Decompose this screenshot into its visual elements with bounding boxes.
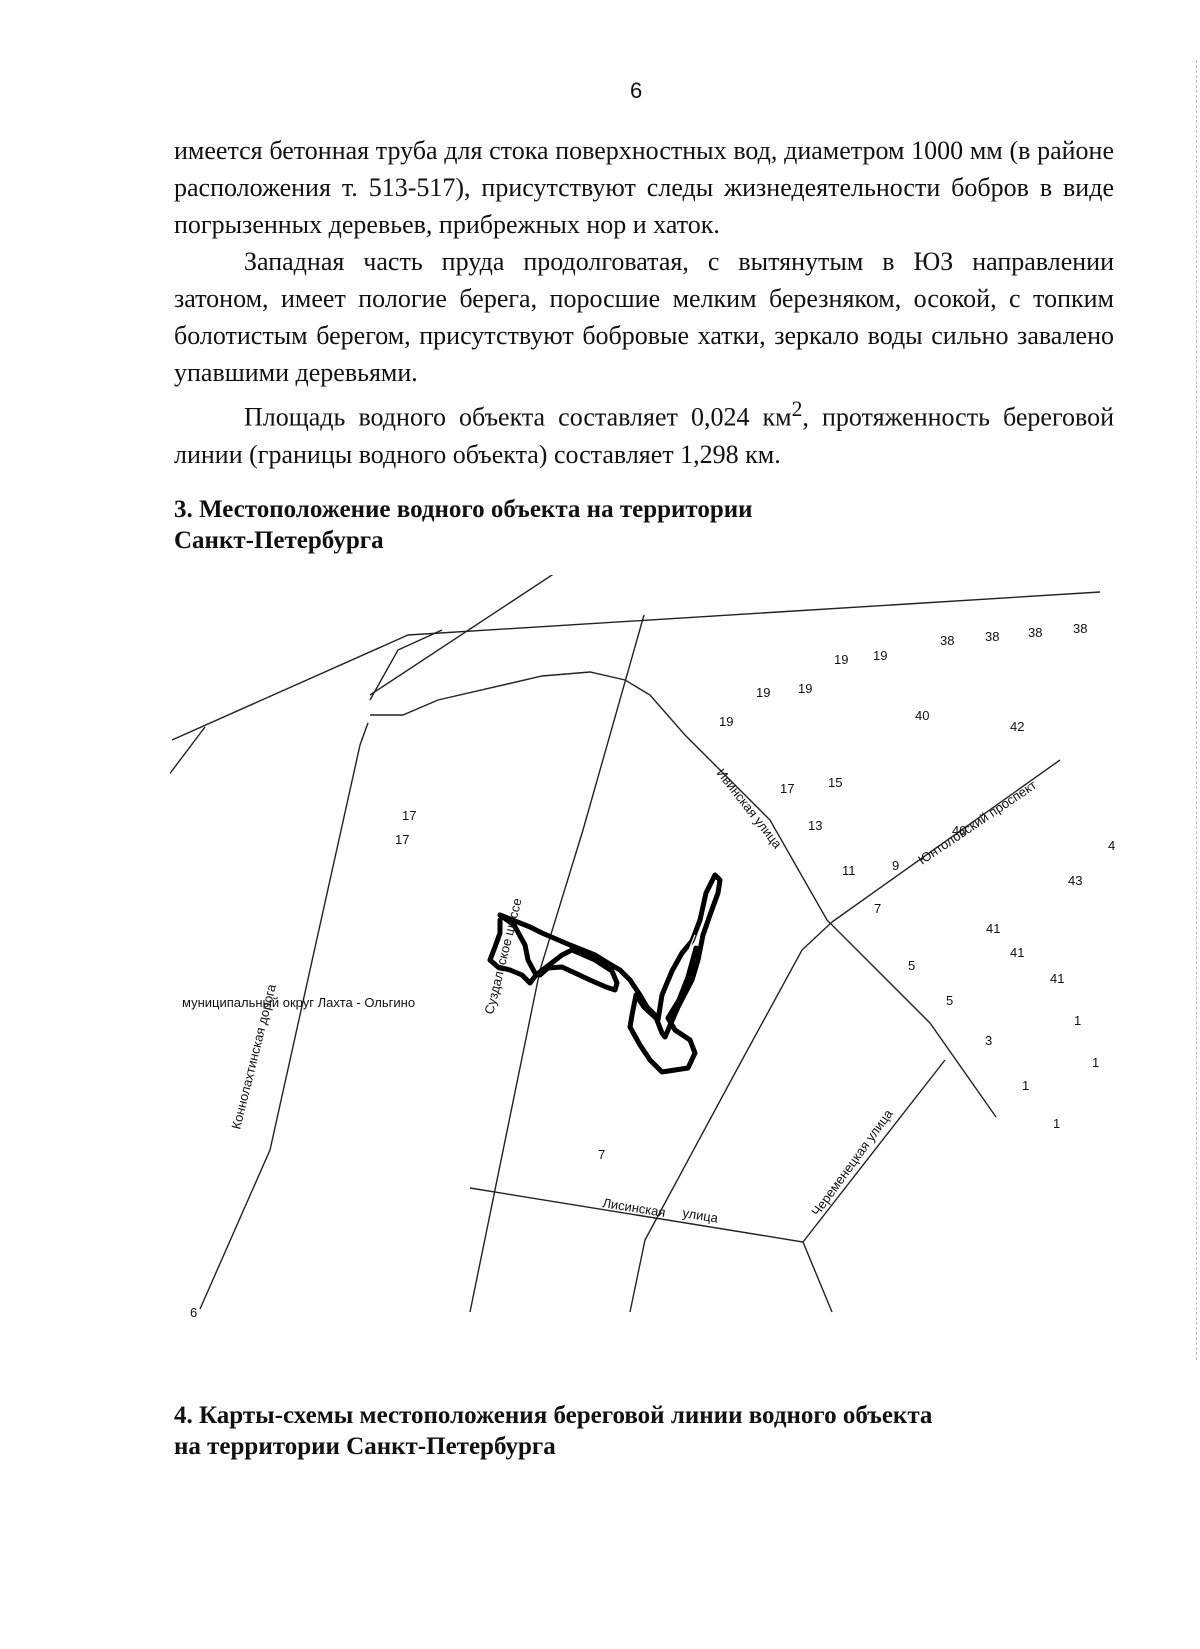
house-number: 38 <box>1028 625 1042 640</box>
superscript-2: 2 <box>791 397 803 421</box>
page-number: 6 <box>630 78 643 103</box>
section-4-heading-line-1: 4. Карты-схемы местоположения береговой … <box>174 1402 933 1429</box>
house-number: 17 <box>395 832 409 847</box>
paragraph-1-text: имеется бетонная труба для стока поверхн… <box>174 136 1114 239</box>
label-lisinskaya-2: улица <box>682 1205 720 1226</box>
label-lisinskaya-1: Лисинская <box>602 1195 667 1220</box>
house-number: 42 <box>1010 719 1024 734</box>
road-west-spur <box>170 726 206 775</box>
road-curve-west <box>369 629 443 701</box>
label-cheremenetskaya-street: Череменецкая улица <box>808 1106 896 1219</box>
house-number: 40 <box>952 823 966 838</box>
road-north <box>171 591 1101 741</box>
location-map-svg: Ивинская улица Юнтоловский проспект Сузд… <box>170 575 1115 1320</box>
house-number: 38 <box>940 633 954 648</box>
location-map: Ивинская улица Юнтоловский проспект Сузд… <box>170 575 1120 1365</box>
paragraph-1: имеется бетонная труба для стока поверхн… <box>174 132 1114 243</box>
house-number: 7 <box>874 901 881 916</box>
section-4-heading: 4. Карты-схемы местоположения береговой … <box>174 1400 1074 1462</box>
paragraph-3-part-2: , протяженность береговой линии (границы… <box>174 402 1114 469</box>
road-northwest <box>369 575 554 696</box>
house-number: 41 <box>1050 971 1064 986</box>
house-number: 19 <box>798 681 812 696</box>
label-municipal-district: муниципальный округ Лахта - Ольгино <box>182 995 415 1010</box>
house-number: 41 <box>1010 945 1024 960</box>
road-suzdalsky-curve <box>370 671 997 1118</box>
house-number: 38 <box>985 629 999 644</box>
house-number: 19 <box>719 714 733 729</box>
section-4-heading-line-2: на территории Санкт-Петербурга <box>174 1433 556 1460</box>
house-number: 19 <box>834 652 848 667</box>
pond-shoreline <box>487 872 723 1075</box>
house-number: 19 <box>873 648 887 663</box>
road-cheremenetskaya <box>802 1059 946 1243</box>
house-number: 6 <box>190 1305 197 1320</box>
house-number: 1 <box>1022 1078 1029 1093</box>
house-number: 3 <box>985 1033 992 1048</box>
house-number: 7 <box>598 1147 605 1162</box>
road-suzdalsky <box>469 614 645 1313</box>
house-number: 15 <box>828 775 842 790</box>
paragraph-3-part-1: Площадь водного объекта составляет 0,024… <box>244 402 792 432</box>
house-number: 38 <box>1073 621 1087 636</box>
house-number: 1 <box>1074 1013 1081 1028</box>
house-number: 43 <box>1068 873 1082 888</box>
paragraph-3-text: Площадь водного объекта составляет 0,024… <box>174 391 1114 473</box>
section-3-heading: 3. Местоположение водного объекта на тер… <box>174 494 894 556</box>
house-number: 5 <box>908 958 915 973</box>
house-number: 17 <box>780 781 794 796</box>
road-konnolakhtinskaya <box>199 722 369 1310</box>
house-number: 9 <box>892 858 899 873</box>
house-number: 5 <box>946 993 953 1008</box>
house-number: 11 <box>842 863 856 878</box>
house-number: 17 <box>402 808 416 823</box>
label-ivinskaya-street: Ивинская улица <box>714 766 786 852</box>
house-number: 13 <box>808 818 822 833</box>
road-yuntolovsky <box>831 759 1061 923</box>
paragraph-3: Площадь водного объекта составляет 0,024… <box>174 391 1114 473</box>
house-number: 4 <box>1108 838 1115 853</box>
house-number: 40 <box>915 708 929 723</box>
section-3-heading-line-1: 3. Местоположение водного объекта на тер… <box>174 496 753 523</box>
house-number: 1 <box>1092 1055 1099 1070</box>
paragraph-2-text: Западная часть пруда продолговатая, с вы… <box>174 247 1114 387</box>
label-yuntolovsky-prospect: Юнтоловский проспект <box>915 777 1039 867</box>
road-south <box>629 921 833 1313</box>
scan-edge <box>1196 60 1198 1360</box>
paragraph-2: Западная часть пруда продолговатая, с вы… <box>174 243 1114 391</box>
house-number: 41 <box>986 921 1000 936</box>
house-number: 1 <box>1053 1116 1060 1131</box>
section-3-heading-line-2: Санкт-Петербурга <box>174 527 384 554</box>
house-number: 19 <box>756 685 770 700</box>
